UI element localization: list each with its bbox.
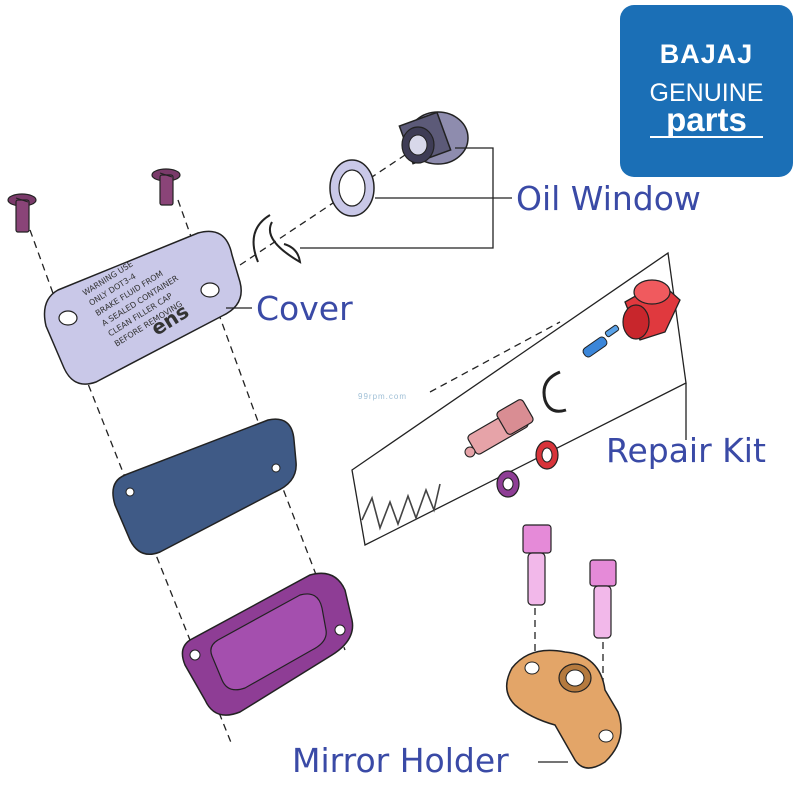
cover-label: Cover: [256, 289, 353, 328]
repair-kit-box: [351, 251, 687, 546]
repair-kit-seal-purple: [496, 470, 520, 498]
cover-gasket: [112, 418, 297, 555]
mirror-holder-clamp: [506, 649, 622, 769]
reservoir-diaphragm: [181, 572, 354, 716]
repair-kit-blue-pin: [582, 324, 620, 358]
cover-screw-right: [151, 168, 181, 206]
oil-window-washer: [329, 159, 375, 217]
logo-line-1: BAJAJ: [659, 39, 754, 69]
repair-kit-circlip: [542, 370, 567, 413]
watermark-text: 99rpm.com: [358, 392, 408, 401]
logo-line-3: parts: [666, 101, 747, 138]
logo-line-2: GENUINE: [649, 79, 764, 107]
oil-window-callout-lines: [300, 147, 512, 249]
oil-window-lens: [398, 111, 469, 165]
cover-screw-left: [7, 193, 37, 233]
logo-underline: [650, 136, 763, 138]
oil-window-label: Oil Window: [516, 179, 701, 218]
repair-kit-dust-cap: [622, 279, 681, 341]
mirror-holder-bolt-right: [589, 559, 617, 639]
oil-window-clip: [252, 214, 302, 264]
mirror-holder-bolt-left: [522, 524, 552, 606]
repair-kit-label: Repair Kit: [606, 431, 766, 470]
mirror-holder-label: Mirror Holder: [292, 741, 509, 780]
repair-kit-seal-red: [535, 440, 559, 470]
repair-kit-piston: [464, 399, 534, 458]
reservoir-cover: WARNING USE ONLY DOT3-4 BRAKE FLUID FROM…: [43, 230, 242, 385]
bajaj-genuine-parts-logo: BAJAJ GENUINE parts: [620, 5, 793, 177]
repair-kit-spring: [361, 483, 441, 531]
